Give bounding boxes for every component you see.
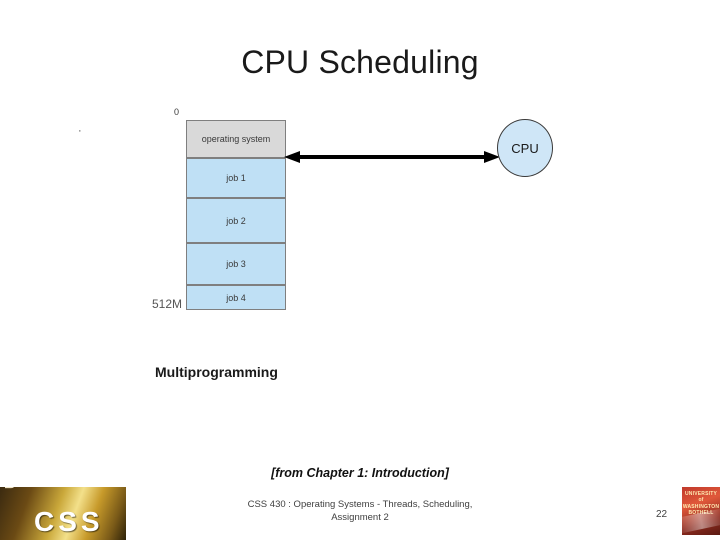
bullet-marker: ·: [78, 125, 82, 137]
cpu-label: CPU: [511, 140, 539, 156]
memory-block-job-4: job 4: [186, 285, 286, 310]
footer-line-2: Assignment 2: [331, 511, 389, 523]
memory-layout-diagram: 0 operating system job 1 job 2 job 3 job…: [152, 107, 286, 311]
memory-block-job-2: job 2: [186, 198, 286, 243]
memory-address-top: 0: [174, 107, 180, 117]
double-headed-arrow-icon: [284, 150, 500, 164]
memory-block-label: operating system: [201, 134, 271, 144]
multiprogramming-caption: Multiprogramming: [155, 364, 278, 380]
memory-block-job-1: job 1: [186, 158, 286, 198]
university-ribbon-logo: UNIVERSITY of WASHINGTON BOTHELL: [682, 487, 720, 535]
memory-block-label: job 4: [226, 292, 246, 303]
source-reference-note: [from Chapter 1: Introduction]: [271, 466, 449, 480]
page-number: 22: [656, 509, 668, 520]
memory-block-operating-system: operating system: [186, 120, 286, 158]
memory-address-bottom: 512M: [152, 297, 183, 311]
memory-block-job-3: job 3: [186, 243, 286, 285]
memory-block-label: job 3: [226, 259, 246, 269]
uwb-logo-text: UWB: [2, 487, 19, 489]
logo-background: [0, 487, 126, 540]
page-title: CPU Scheduling: [241, 44, 479, 80]
memory-block-label: job 1: [226, 173, 246, 183]
footer-line-1: CSS 430 : Operating Systems - Threads, S…: [247, 499, 473, 510]
css-program-logo: UWB CSS: [0, 487, 126, 540]
memory-block-label: job 2: [226, 215, 246, 226]
ribbon-logo-text: UNIVERSITY of WASHINGTON BOTHELL: [682, 491, 720, 516]
css-logo-text: CSS: [34, 506, 104, 537]
footer-course-info: CSS 430 : Operating Systems - Threads, S…: [160, 499, 560, 525]
cpu-node: CPU: [497, 119, 553, 177]
